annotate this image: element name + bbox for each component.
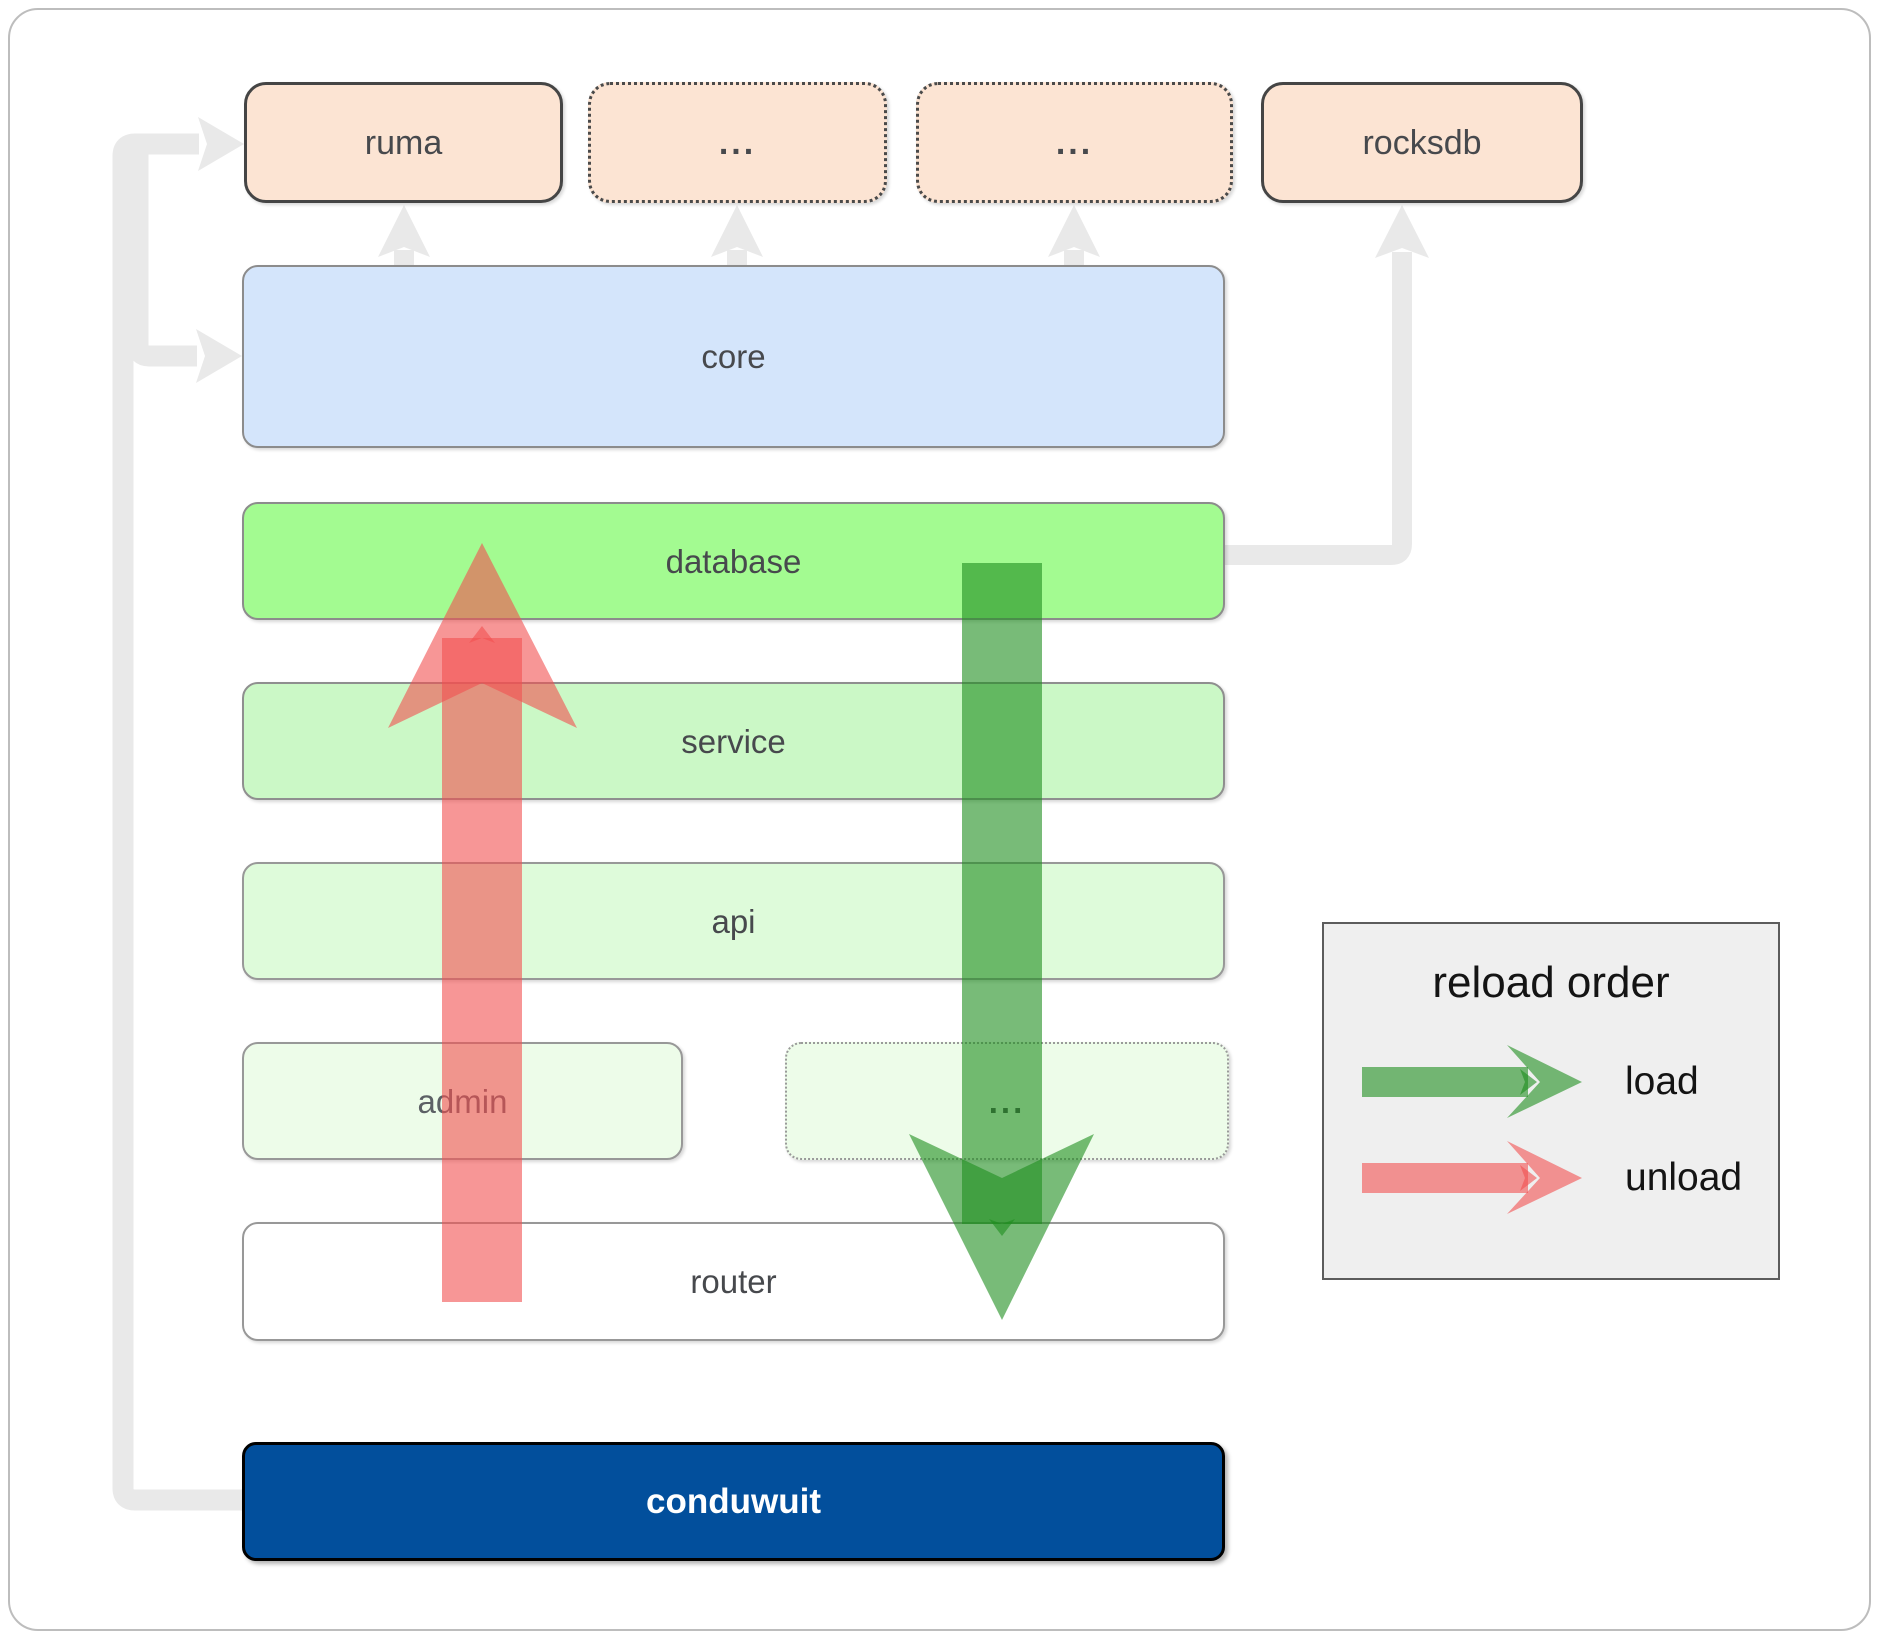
box-ruma: ruma <box>244 82 563 203</box>
box-service-label: service <box>681 722 786 760</box>
box-ellipsis-top-2-label: ... <box>1055 123 1094 162</box>
legend-unload-label: unload <box>1625 1156 1743 1199</box>
box-conduwuit: conduwuit <box>242 1442 1225 1561</box>
box-core: core <box>242 265 1225 448</box>
box-rocksdb-label: rocksdb <box>1362 123 1482 162</box>
box-rocksdb: rocksdb <box>1261 82 1583 203</box>
box-ruma-label: ruma <box>364 123 443 162</box>
box-router: router <box>242 1222 1225 1341</box>
diagram-frame <box>8 8 1871 1631</box>
box-admin: admin <box>242 1042 683 1160</box>
box-ellipsis-top-2: ... <box>916 82 1233 203</box>
legend-title: reload order <box>1432 958 1670 1007</box>
box-database-label: database <box>665 542 802 580</box>
box-router-label: router <box>690 1263 777 1300</box>
box-conduwuit-label: conduwuit <box>646 1482 821 1521</box>
box-ellipsis-top-1: ... <box>588 82 887 203</box>
box-ellipsis-admin-label: ... <box>988 1082 1026 1120</box>
legend-load-label: load <box>1625 1060 1699 1103</box>
box-ellipsis-top-1-label: ... <box>718 123 757 162</box>
box-admin-label: admin <box>417 1082 508 1120</box>
box-api: api <box>242 862 1225 980</box>
box-core-label: core <box>701 338 766 375</box>
box-api-label: api <box>711 902 756 940</box>
box-service: service <box>242 682 1225 800</box>
box-database: database <box>242 502 1225 620</box>
box-ellipsis-admin: ... <box>785 1042 1229 1160</box>
